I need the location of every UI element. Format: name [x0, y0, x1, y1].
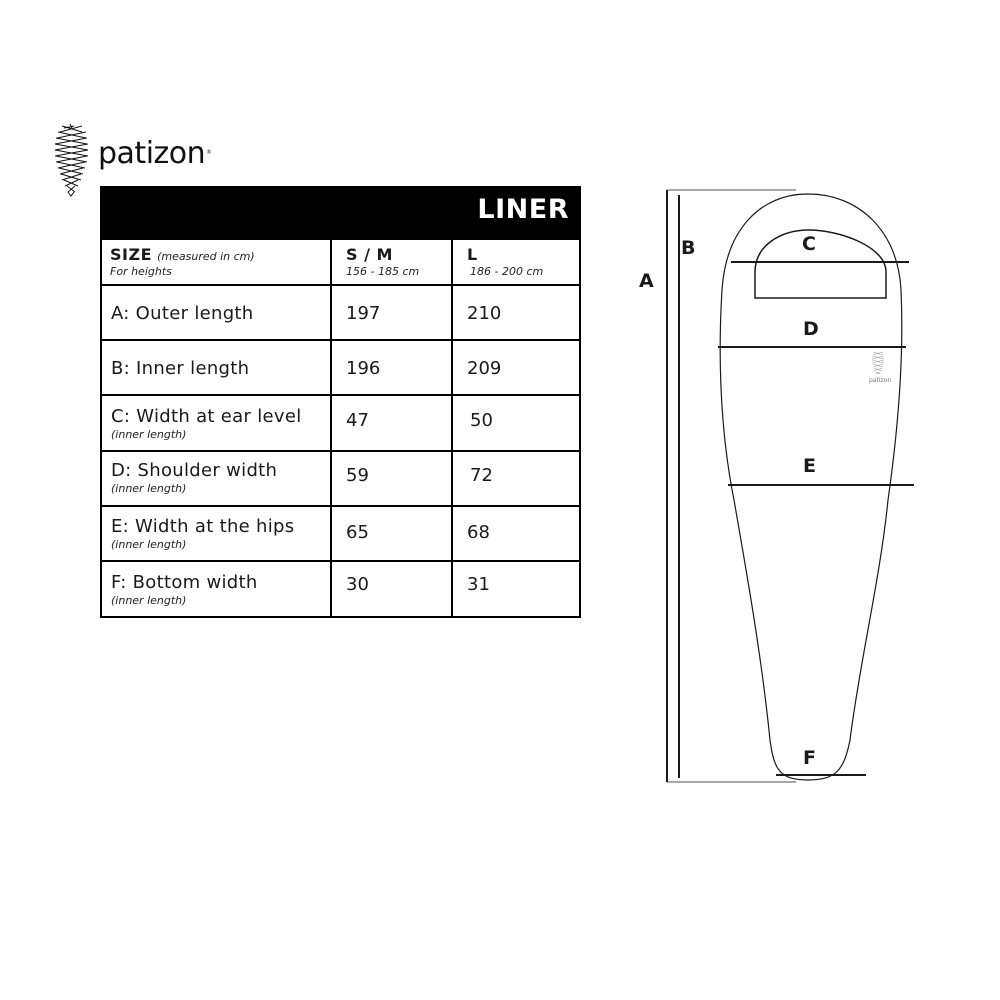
- value-f-l: 31: [467, 574, 490, 595]
- dimension-label-f: F: [803, 747, 816, 769]
- table-divider: [100, 339, 581, 341]
- table-grid: SIZE (measured in cm) For heights S / M …: [100, 240, 581, 618]
- table-divider: [100, 505, 581, 507]
- value-e-l: 68: [467, 522, 490, 543]
- value-f-sm: 30: [346, 574, 369, 595]
- value-a-l: 210: [467, 303, 502, 324]
- row-label-b: B: Inner length: [111, 358, 250, 379]
- row-note-d: (inner length): [111, 481, 187, 495]
- value-a-sm: 197: [346, 303, 381, 324]
- table-divider: [100, 450, 581, 452]
- row-label-d: D: Shoulder width: [111, 460, 278, 481]
- size-header-note: (measured in cm): [157, 250, 255, 263]
- column-range-l: 186 - 200 cm: [470, 264, 544, 278]
- row-label-cell-d: D: Shoulder width (inner length): [111, 461, 277, 495]
- row-note-f: (inner length): [111, 593, 187, 607]
- liner-outline-drawing: [666, 189, 914, 783]
- value-b-sm: 196: [346, 358, 381, 379]
- size-header-cell: SIZE (measured in cm) For heights: [110, 246, 255, 278]
- row-label-f: F: Bottom width: [111, 572, 258, 593]
- dimension-label-c: C: [802, 233, 816, 255]
- table-title: LINER: [477, 194, 569, 225]
- registered-mark: ®: [206, 149, 212, 156]
- table-divider: [330, 240, 332, 618]
- value-c-sm: 47: [346, 410, 369, 431]
- liner-outline: [719, 193, 903, 781]
- table-header: LINER: [100, 186, 581, 240]
- value-e-sm: 65: [346, 522, 369, 543]
- table-divider: [451, 240, 453, 618]
- row-label-cell-e: E: Width at the hips (inner length): [111, 517, 294, 551]
- hood-opening: [754, 229, 887, 299]
- liner-diagram: A B C D E F patizon: [630, 180, 930, 800]
- column-range-sm: 156 - 185 cm: [346, 264, 420, 278]
- brand-name: patizon: [98, 136, 206, 171]
- mini-logo-icon: [871, 351, 885, 375]
- value-d-sm: 59: [346, 465, 369, 486]
- dimension-label-b: B: [681, 237, 696, 259]
- row-note-e: (inner length): [111, 537, 187, 551]
- size-header-label: SIZE: [110, 245, 153, 264]
- brand-logo: patizon: [52, 122, 222, 198]
- table-divider: [100, 240, 102, 618]
- row-label-c: C: Width at ear level: [111, 406, 302, 427]
- dimension-label-d: D: [803, 318, 819, 340]
- size-table: LINER SIZE (measured in cm) For heights …: [100, 186, 581, 618]
- for-heights-label: For heights: [110, 264, 172, 278]
- dimension-extension-a: [667, 189, 796, 783]
- row-label-cell-f: F: Bottom width (inner length): [111, 573, 258, 607]
- value-d-l: 72: [470, 465, 493, 486]
- column-header-sm: S / M 156 - 185 cm: [346, 246, 419, 278]
- dimension-label-e: E: [803, 455, 816, 477]
- row-label-a: A: Outer length: [111, 303, 254, 324]
- row-note-c: (inner length): [111, 427, 187, 441]
- column-label-sm: S / M: [346, 245, 393, 264]
- value-c-l: 50: [470, 410, 493, 431]
- table-divider: [100, 560, 581, 562]
- column-header-l: L 186 - 200 cm: [467, 246, 543, 278]
- mini-brand-text: patizon: [869, 377, 892, 384]
- column-label-l: L: [467, 245, 478, 264]
- row-label-e: E: Width at the hips: [111, 516, 295, 537]
- table-divider: [100, 394, 581, 396]
- dimension-label-a: A: [639, 270, 654, 292]
- table-divider: [100, 284, 581, 286]
- table-divider: [579, 240, 581, 618]
- row-label-cell-c: C: Width at ear level (inner length): [111, 407, 302, 441]
- cocoon-logo-icon: [54, 123, 89, 197]
- value-b-l: 209: [467, 358, 502, 379]
- table-divider: [100, 616, 581, 618]
